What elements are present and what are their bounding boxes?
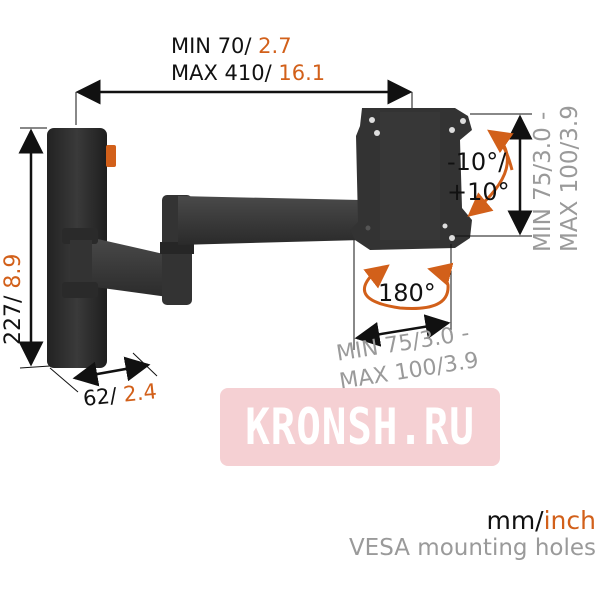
unit-inch: inch	[543, 506, 596, 535]
height-inch: 8.9	[1, 253, 26, 289]
tilt-label-neg: -10°/	[447, 148, 507, 176]
vesa-vertical-line1: MIN 75/3.0 -	[530, 111, 556, 252]
extension-max-inch: 16.1	[278, 61, 326, 85]
extension-min-label: MIN 70/ 2.7	[171, 36, 292, 57]
height-label: 227/ 8.9	[1, 253, 26, 345]
extension-max-label: MAX 410/ 16.1	[171, 63, 325, 84]
extension-min-inch: 2.7	[258, 34, 292, 58]
unit-mm: mm/	[486, 506, 544, 535]
unit-legend: mm/inch	[486, 508, 596, 533]
watermark: KRONSH.RU	[220, 388, 500, 466]
tilt-label-pos: +10°	[447, 178, 510, 206]
height-mm: 227/	[1, 288, 26, 345]
depth-inch: 2.4	[122, 379, 158, 407]
depth-mm: 62/	[81, 382, 125, 411]
extension-max-mm: MAX 410/	[171, 61, 279, 85]
extension-min-mm: MIN 70/	[171, 34, 259, 58]
swivel-label: 180°	[378, 279, 436, 307]
watermark-text: KRONSH.RU	[245, 398, 475, 456]
vesa-caption: VESA mounting holes	[348, 535, 596, 561]
vesa-vertical-line2: MAX 100/3.9	[557, 105, 583, 252]
